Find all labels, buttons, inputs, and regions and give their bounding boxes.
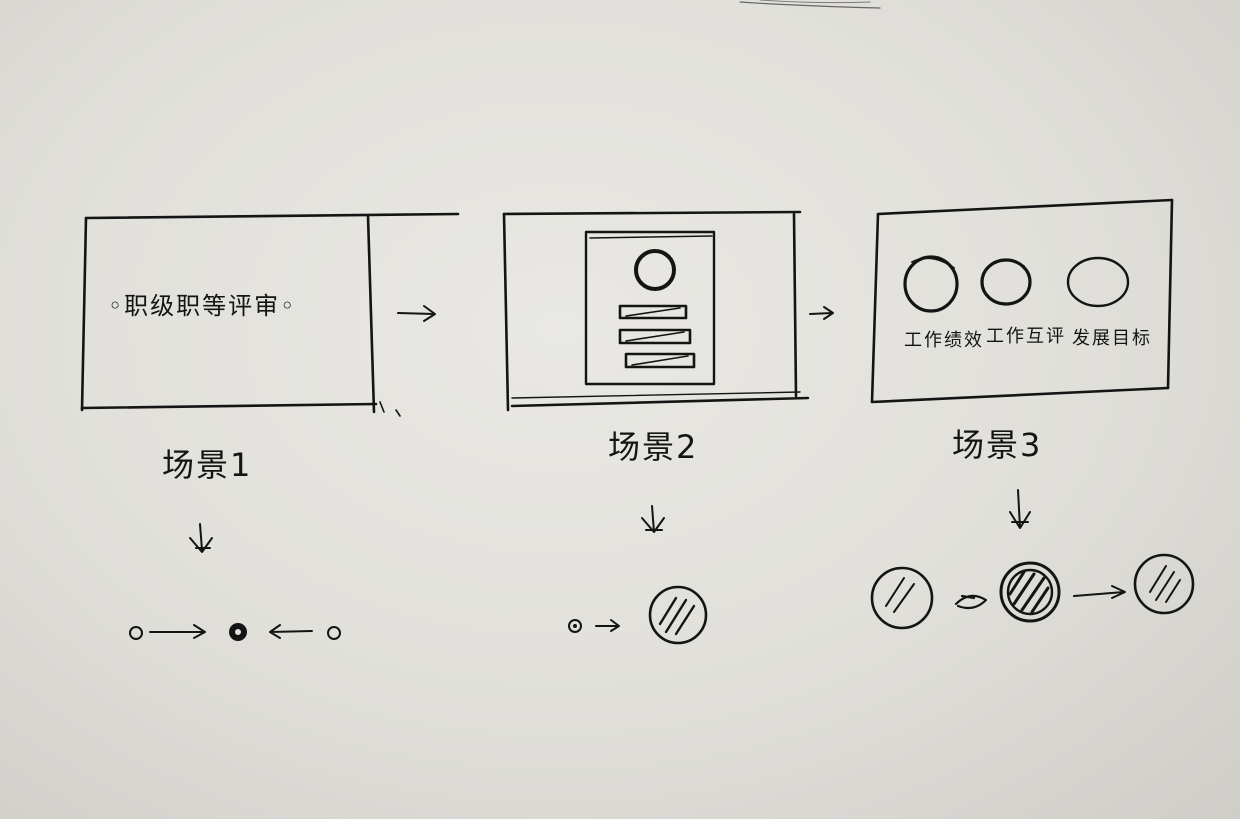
scene1-animation (129, 623, 341, 641)
scene3-frame (870, 198, 1174, 404)
scene1-text: ◦职级职等评审◦ (108, 292, 296, 320)
down-arrow-icon (641, 505, 665, 533)
scene2-animation (568, 585, 708, 645)
arrow-right-icon (397, 305, 436, 322)
pencil-scribble (739, 0, 881, 9)
scene1-label: 场景1 (162, 446, 252, 484)
avatar-circle (634, 249, 676, 291)
scene3-item-3: 发展目标 (1072, 328, 1152, 349)
scene2-frame (502, 210, 810, 412)
scene3-animation (870, 553, 1195, 630)
module-circle (1066, 256, 1130, 308)
scene3-label: 场景3 (952, 426, 1042, 464)
down-arrow-icon (189, 523, 213, 553)
form-bar (624, 352, 696, 369)
form-bar (618, 304, 688, 320)
form-bar (618, 328, 692, 345)
scene3-item-1: 工作绩效 (904, 330, 984, 351)
arrow-right-icon (809, 306, 834, 320)
scene1-frame (80, 212, 460, 417)
module-circle (903, 255, 959, 313)
scene2-label: 场景2 (608, 428, 698, 466)
scene3-item-2: 工作互评 (986, 326, 1066, 347)
module-circle (980, 258, 1032, 306)
down-arrow-icon (1009, 489, 1031, 529)
